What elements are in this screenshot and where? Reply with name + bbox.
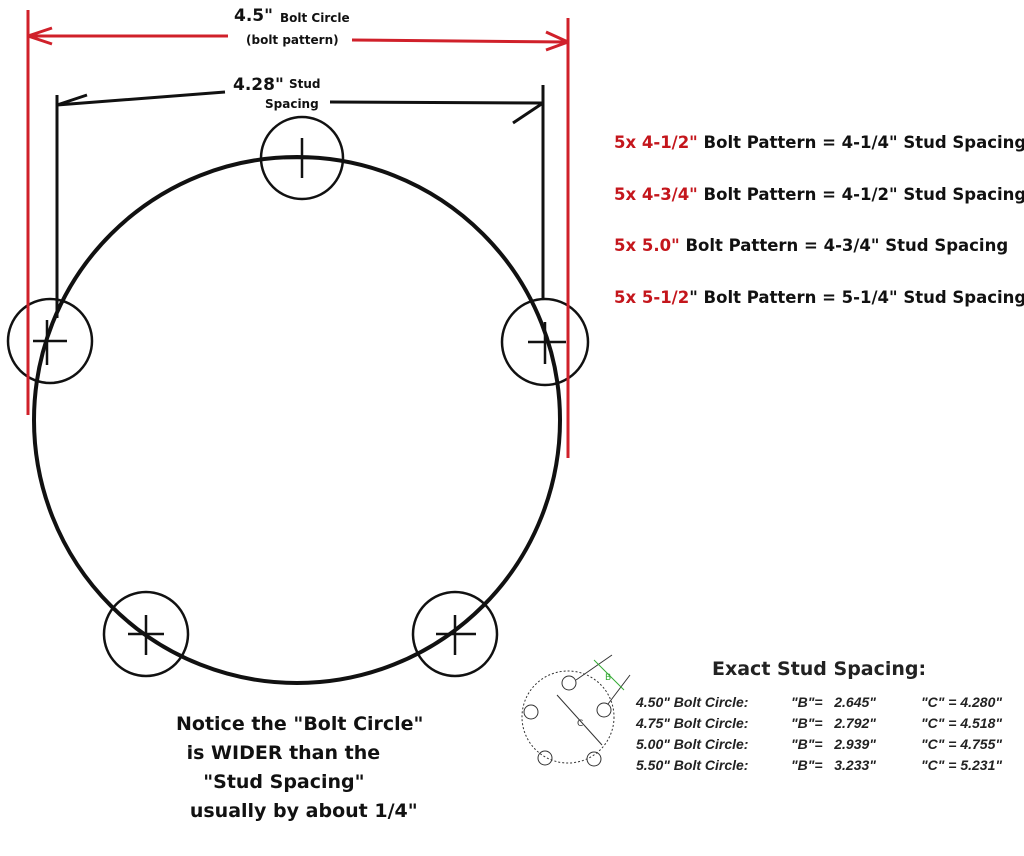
table-row: 5.00" Bolt Circle: "B"= 2.939" "C" = 4.755… — [636, 734, 1021, 755]
pattern: 5x 4-1/2" — [614, 133, 698, 152]
equivalence-3: 5x 5.0" Bolt Pattern = 4-3/4" Stud Spaci… — [614, 236, 1008, 255]
stud-spacing-label-2: Spacing — [265, 97, 319, 111]
cell: "B"= 3.233" — [791, 757, 876, 773]
table-row: 5.50" Bolt Circle: "B"= 3.233" "C" = 5.231… — [636, 755, 1021, 776]
cell: 4.50" Bolt Circle: — [636, 694, 749, 710]
table-row: 4.75" Bolt Circle: "B"= 2.792" "C" = 4.518… — [636, 713, 1021, 734]
note-line: usually by about 1/4" — [170, 800, 418, 822]
equivalence-4: 5x 5-1/2" Bolt Pattern = 5-1/4" Stud Spa… — [614, 288, 1024, 307]
cell: "C" = 4.755" — [921, 736, 1003, 752]
cell: "B"= 2.939" — [791, 736, 876, 752]
stud-hole-bottom-right — [411, 590, 499, 678]
stud-spacing-value: 4.28" — [233, 75, 284, 95]
note-line: Notice the "Bolt Circle" — [176, 713, 424, 735]
note-line: "Stud Spacing" — [190, 771, 365, 793]
stud-hole-top — [259, 115, 345, 201]
stud-spacing-dimension — [55, 85, 545, 318]
cell: "B"= 2.792" — [791, 715, 876, 731]
pattern: 5x 4-3/4" — [614, 185, 698, 204]
cell: 5.00" Bolt Circle: — [636, 736, 749, 752]
equivalence-1: 5x 4-1/2" Bolt Pattern = 4-1/4" Stud Spa… — [614, 133, 1024, 152]
table-title: Exact Stud Spacing: — [712, 658, 927, 680]
cell: "C" = 5.231" — [921, 757, 1003, 773]
bolt-circle — [32, 155, 562, 685]
cell: 4.75" Bolt Circle: — [636, 715, 749, 731]
bolt-circle-value: 4.5" — [234, 6, 273, 26]
label-b: B — [605, 673, 611, 683]
spacing: Bolt Pattern = 4-1/2" Stud Spacing — [697, 185, 1024, 204]
bolt-circle-label: Bolt Circle — [280, 11, 350, 25]
stud-holes — [6, 115, 590, 678]
spacing: Bolt Pattern = 4-1/4" Stud Spacing — [697, 133, 1024, 152]
bolt-circle-dimension — [26, 10, 570, 458]
note-line: is WIDER than the — [180, 742, 381, 764]
small-reference-diagram — [521, 654, 631, 767]
pattern: 5x 5-1/2 — [614, 288, 690, 307]
cell: 5.50" Bolt Circle: — [636, 757, 749, 773]
cell: "C" = 4.280" — [921, 694, 1003, 710]
stud-spacing-table: 4.50" Bolt Circle: "B"= 2.645" "C" = 4.280… — [636, 692, 1021, 776]
equivalence-2: 5x 4-3/4" Bolt Pattern = 4-1/2" Stud Spa… — [614, 185, 1024, 204]
spacing: Bolt Pattern = 4-3/4" Stud Spacing — [679, 236, 1009, 255]
stud-hole-left — [6, 297, 94, 385]
bolt-circle-sub: (bolt pattern) — [246, 33, 339, 47]
label-c: C — [577, 719, 583, 729]
stud-spacing-label: Stud — [289, 77, 321, 91]
table-row: 4.50" Bolt Circle: "B"= 2.645" "C" = 4.280… — [636, 692, 1021, 713]
spacing: " Bolt Pattern = 5-1/4" Stud Spacing — [689, 288, 1024, 307]
cell: "B"= 2.645" — [791, 694, 876, 710]
pattern: 5x 5.0" — [614, 236, 680, 255]
stud-hole-bottom-left — [102, 590, 190, 678]
cell: "C" = 4.518" — [921, 715, 1003, 731]
stud-hole-right — [500, 297, 590, 387]
note: Notice the "Bolt Circle" is WIDER than t… — [170, 710, 423, 826]
